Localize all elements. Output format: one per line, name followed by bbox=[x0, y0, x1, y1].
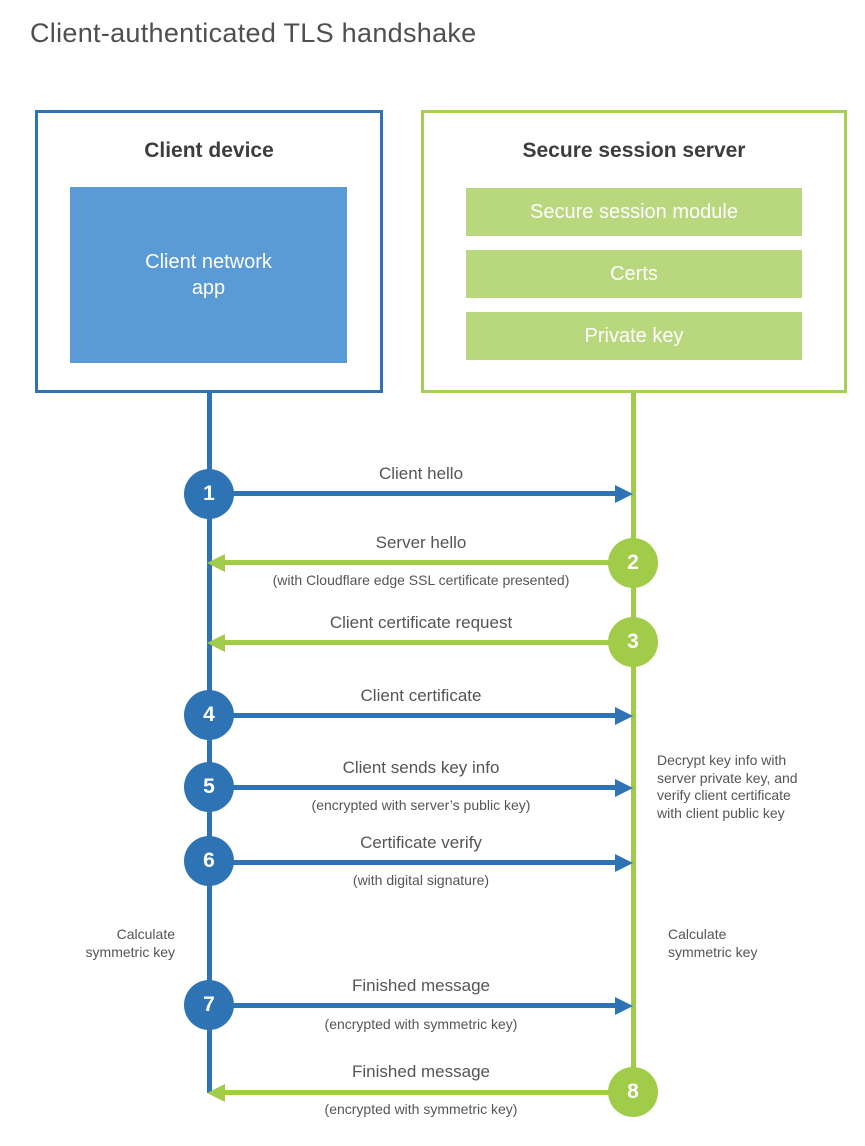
decrypt-key-note: Decrypt key info with server private key… bbox=[657, 752, 798, 821]
arrow-line bbox=[209, 860, 617, 865]
message-label: Client certificate request bbox=[329, 613, 513, 632]
arrowhead-right-icon bbox=[615, 854, 633, 872]
calculate-symmetric-key-note-client: Calculate symmetric key bbox=[85, 926, 175, 960]
message-label: Client certificate bbox=[360, 686, 482, 705]
arrowhead-right-icon bbox=[615, 485, 633, 503]
client-device-title: Client device bbox=[144, 139, 274, 162]
message-label: Finished message bbox=[352, 976, 490, 995]
client-lifeline bbox=[207, 393, 212, 1093]
step-circle: 2 bbox=[608, 538, 658, 588]
message-sublabel: (with Cloudflare edge SSL certificate pr… bbox=[272, 572, 570, 588]
server-certs-bar: Certs bbox=[466, 250, 802, 298]
message-sublabel: (encrypted with server’s public key) bbox=[311, 797, 531, 813]
step-circle: 3 bbox=[608, 617, 658, 667]
arrowhead-right-icon bbox=[615, 997, 633, 1015]
arrow-line bbox=[209, 491, 617, 496]
arrow-line bbox=[225, 1090, 633, 1095]
message-sublabel: (with digital signature) bbox=[352, 872, 490, 888]
arrow-line bbox=[209, 1003, 617, 1008]
message-sublabel: (encrypted with symmetric key) bbox=[324, 1101, 518, 1117]
message-sublabel: (encrypted with symmetric key) bbox=[324, 1016, 518, 1032]
step-circle: 4 bbox=[184, 690, 234, 740]
step-circle: 5 bbox=[184, 762, 234, 812]
arrowhead-left-icon bbox=[207, 554, 225, 572]
message-label: Client sends key info bbox=[342, 758, 500, 777]
arrow-line bbox=[209, 713, 617, 718]
step-circle: 6 bbox=[184, 836, 234, 886]
arrowhead-right-icon bbox=[615, 779, 633, 797]
arrowhead-right-icon bbox=[615, 707, 633, 725]
arrow-line bbox=[225, 560, 633, 565]
message-label: Finished message bbox=[352, 1062, 490, 1081]
message-label: Certificate verify bbox=[360, 833, 482, 852]
server-lifeline bbox=[631, 393, 636, 1092]
secure-session-server-title: Secure session server bbox=[522, 139, 746, 162]
message-label: Server hello bbox=[375, 533, 467, 552]
server-module-bar: Secure session module bbox=[466, 188, 802, 236]
arrow-line bbox=[225, 640, 633, 645]
calculate-symmetric-key-note-server: Calculate symmetric key bbox=[668, 926, 758, 960]
arrowhead-left-icon bbox=[207, 634, 225, 652]
step-circle: 8 bbox=[608, 1067, 658, 1117]
server-private-key-bar: Private key bbox=[466, 312, 802, 360]
arrow-line bbox=[209, 785, 617, 790]
client-network-app-box: Client network app bbox=[70, 187, 347, 363]
step-circle: 1 bbox=[184, 469, 234, 519]
arrowhead-left-icon bbox=[207, 1084, 225, 1102]
page-title: Client-authenticated TLS handshake bbox=[30, 18, 477, 48]
step-circle: 7 bbox=[184, 980, 234, 1030]
message-label: Client hello bbox=[378, 464, 464, 483]
